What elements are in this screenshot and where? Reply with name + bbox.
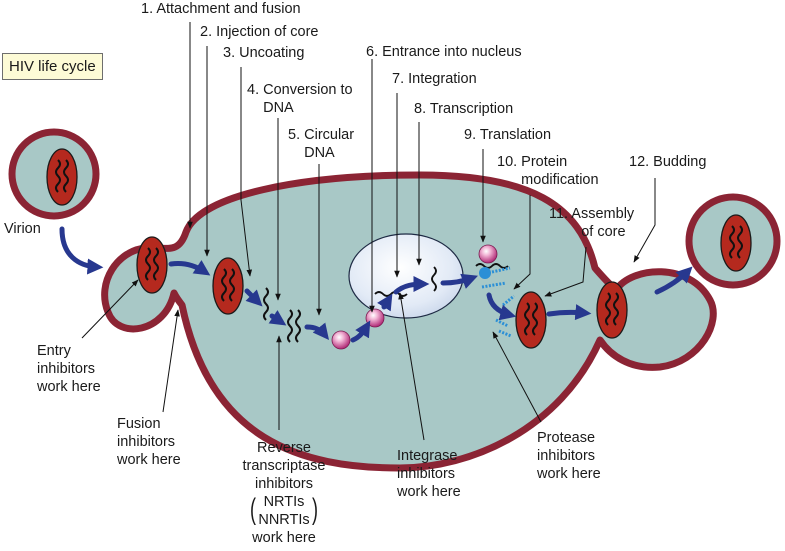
step-4-label: 4. Conversion to DNA <box>247 82 353 116</box>
leader-step-3 <box>240 67 253 277</box>
step-5-label: 5. Circular DNA <box>288 127 355 161</box>
step-3-label: 3. Uncoating <box>223 45 305 61</box>
cell-membrane <box>101 171 717 472</box>
ribosome <box>478 244 498 264</box>
protein-chains <box>481 266 515 338</box>
right-paren: ) <box>312 493 318 526</box>
arrow-integrate <box>377 293 393 312</box>
fusion-inhibitors-label: Fusion inhibitors work here <box>117 416 181 468</box>
step-1-label: 1. Attachment and fusion <box>141 1 301 17</box>
arrow-enter-nucleus <box>350 320 371 343</box>
step-8-label: 8. Transcription <box>414 101 514 117</box>
protease-inhibitors-label: Protease inhibitors work here <box>537 430 601 482</box>
protein-bead <box>479 267 491 279</box>
attached-virion-core <box>137 237 167 293</box>
leader-lines <box>81 22 656 441</box>
diagram-title: HIV life cycle <box>2 53 103 80</box>
mrna-in-nucleus <box>431 266 437 292</box>
arrow-release <box>654 266 693 295</box>
arrow-uncoat <box>244 288 263 307</box>
step-6-label: 6. Entrance into nucleus <box>366 44 522 60</box>
free-virion <box>8 128 100 220</box>
leader-integrase <box>398 292 425 441</box>
leader-step-10 <box>513 195 531 290</box>
process-arrows <box>59 226 693 343</box>
step-2-label: 2. Injection of core <box>200 24 319 40</box>
arrow-circular <box>304 322 329 340</box>
leader-entry <box>81 279 139 339</box>
rt-class-nnrti: NNRTIs <box>258 512 310 528</box>
step-9-label: 9. Translation <box>464 127 552 143</box>
budding-core <box>597 282 627 338</box>
circular-dna-ball <box>331 330 351 350</box>
leader-step-12 <box>633 178 656 263</box>
injected-core <box>213 258 243 314</box>
arrow-modify <box>486 292 517 321</box>
rt-class-nrti: NRTIs <box>263 494 305 510</box>
released-virion <box>685 193 781 289</box>
nucleus <box>348 233 464 319</box>
rt-line-tail: work here <box>252 530 316 546</box>
host-cell <box>101 171 717 472</box>
left-paren: ( <box>250 493 256 526</box>
rt-line-1: Reverse <box>257 440 311 456</box>
rt-line-3: inhibitors <box>254 476 314 492</box>
arrow-inject <box>168 260 211 276</box>
nuclear-dna-ball <box>365 308 385 328</box>
assembled-core <box>516 292 546 348</box>
step-10-label: 10. Protein modification <box>497 154 599 188</box>
leader-fusion <box>162 309 180 413</box>
arrow-bud <box>546 304 592 321</box>
rt-classes: ( NRTIs NNRTIs ) <box>236 493 332 529</box>
step-7-label: 7. Integration <box>392 71 477 87</box>
step-11-label: 11. Assembly of core <box>549 206 635 240</box>
arrow-convert <box>268 310 287 326</box>
virion-label: Virion <box>4 221 41 237</box>
leader-step-11 <box>544 246 587 297</box>
rt-line-2: transcriptase <box>242 458 326 474</box>
step-12-label: 12. Budding <box>629 154 707 170</box>
mrna-translation <box>475 263 509 269</box>
arrow-transcribe <box>393 276 430 295</box>
arrow-virion-attach <box>59 226 104 275</box>
leader-protease <box>492 331 542 423</box>
reverse-transcriptase-inhibitors-label: Reverse transcriptase inhibitors ( NRTIs… <box>236 439 332 547</box>
entry-inhibitors-label: Entry inhibitors work here <box>37 343 101 395</box>
arrow-export <box>440 273 478 289</box>
integrase-inhibitors-label: Integrase inhibitors work here <box>397 448 461 500</box>
